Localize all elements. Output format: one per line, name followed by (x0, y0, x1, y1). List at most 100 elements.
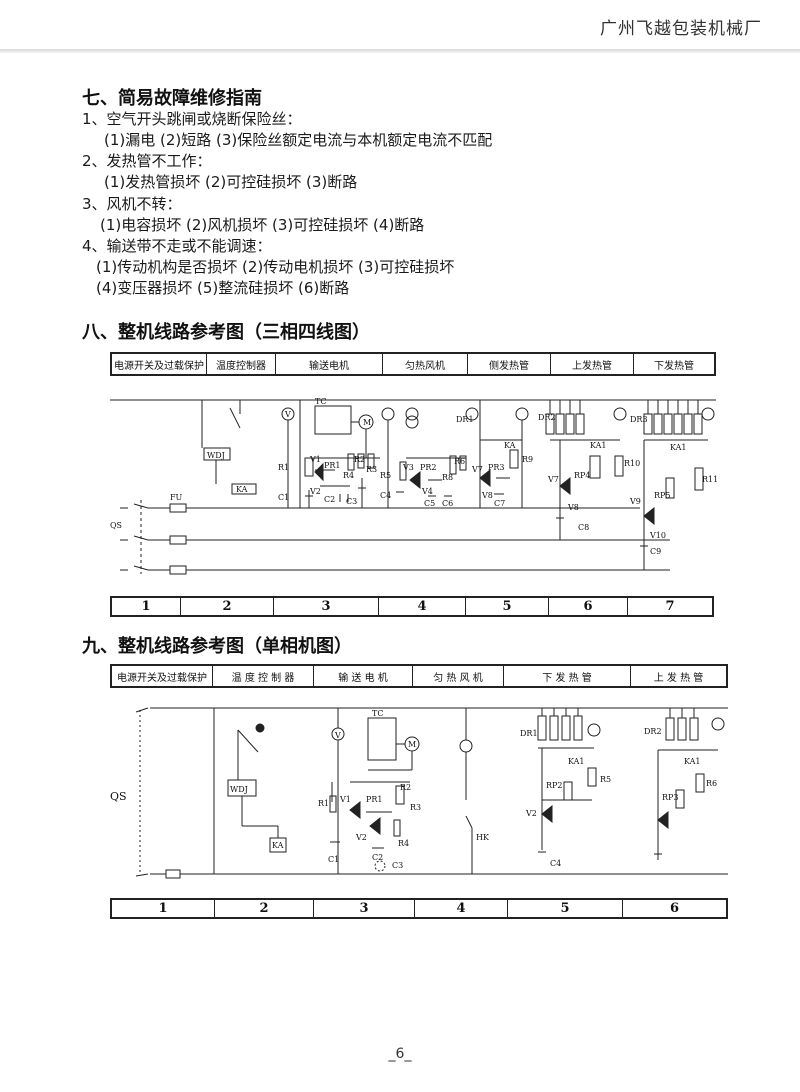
rp4-label: RP4 (574, 471, 591, 480)
three-phase-column-numbers: 1 2 3 4 5 6 7 (110, 596, 714, 617)
r10-label: R10 (624, 459, 640, 468)
c1-label: C1 (278, 493, 289, 502)
v1-label: V1 (309, 455, 321, 464)
strip-cell-power: 电源开关及过载保护 (112, 666, 213, 686)
strip-cell-bottom-heater: 下 发 热 管 (504, 666, 631, 686)
r11-label: R11 (702, 475, 718, 484)
page-number: _6_ (388, 1046, 412, 1062)
strip-cell-fan: 匀 热 风 机 (413, 666, 504, 686)
dr2-label: DR2 (538, 413, 556, 422)
r1-label: R1 (318, 799, 329, 808)
ka1-relay-label: KA1 (590, 441, 607, 450)
pr3-label: PR3 (488, 463, 505, 472)
dr3-label: DR3 (630, 415, 648, 424)
column-number: 7 (665, 599, 675, 614)
company-name: 广州飞越包装机械厂 (600, 19, 762, 39)
tc-label: TC (315, 397, 326, 406)
v7-label: V7 (471, 465, 483, 474)
motor-m-label: M (408, 740, 416, 749)
v10-label: V10 (649, 531, 666, 540)
ka-label: KA (272, 841, 284, 850)
r1-label: R1 (278, 463, 289, 472)
c7-label: C7 (494, 499, 505, 508)
column-number: 2 (215, 900, 314, 917)
single-phase-column-numbers: 1 2 3 4 5 6 (110, 898, 728, 919)
c2-label: C2 (372, 853, 383, 862)
v4-label: V4 (421, 487, 433, 496)
voltmeter-label: V (334, 731, 341, 740)
c1-label: C1 (328, 855, 339, 864)
v9-label: V9 (629, 497, 641, 506)
v2b-label: V2 (525, 809, 537, 818)
faq-answer-4a: (1)传动机构是否损坏 (2)传动电机损坏 (3)可控硅损坏 (96, 258, 455, 276)
dr1-label: DR1 (456, 415, 474, 424)
strip-cell-fan: 匀热风机 (383, 354, 468, 374)
ka-relay-label: KA (504, 441, 516, 450)
faq-item-3: 3、风机不转： (82, 195, 182, 213)
rp5-label: RP5 (654, 491, 671, 500)
c5-label: C5 (424, 499, 435, 508)
pr1-label: PR1 (366, 795, 383, 804)
r3-label: R3 (410, 803, 421, 812)
v8-label: V8 (481, 491, 493, 500)
v2-label: V2 (309, 487, 321, 496)
column-number: 4 (379, 598, 466, 615)
c2-label: C2 (324, 495, 335, 504)
faq-answer-1: (1)漏电 (2)短路 (3)保险丝额定电流与本机额定电流不匹配 (104, 131, 493, 149)
strip-cell-power: 电源开关及过载保护 (112, 354, 207, 374)
faq-answer-3: (1)电容损坏 (2)风机损坏 (3)可控硅损坏 (4)断路 (100, 216, 425, 234)
r5-label: R5 (600, 775, 611, 784)
dr2-label: DR2 (644, 727, 662, 736)
page-header: 广州飞越包装机械厂 (0, 0, 800, 52)
pr2-label: PR2 (420, 463, 437, 472)
single-phase-function-strip: 电源开关及过载保护 温 度 控 制 器 输 送 电 机 匀 热 风 机 下 发 … (110, 664, 728, 688)
rp2-label: RP2 (546, 781, 563, 790)
r2-label: R2 (354, 455, 365, 464)
three-phase-circuit-diagram: FU QS WDJ KA TC M V R1 V1 PR1 R2 R3 R4 V… (110, 397, 718, 575)
r2-label: R2 (400, 783, 411, 792)
column-number: 1 (112, 900, 215, 917)
wdj-label: WDJ (207, 451, 225, 460)
faq-item-1: 1、空气开头跳闸或烧断保险丝： (82, 110, 302, 128)
column-number: 6 (669, 901, 680, 916)
c4-label: C4 (550, 859, 561, 868)
v8b-label: V8 (567, 503, 579, 512)
qs-label: QS (110, 790, 127, 803)
strip-cell-temp-controller: 温度控制器 (207, 354, 276, 374)
voltmeter-label: V (284, 410, 291, 419)
faq-answer-4b: (4)变压器损坏 (5)整流硅损坏 (6)断路 (96, 279, 350, 297)
strip-cell-temp-controller: 温 度 控 制 器 (213, 666, 314, 686)
column-number: 3 (314, 900, 415, 917)
v3-label: V3 (402, 463, 414, 472)
strip-cell-top-heater: 上发热管 (551, 354, 634, 374)
ka-label: KA (236, 485, 248, 494)
column-number: 3 (274, 598, 379, 615)
qs-label: QS (110, 521, 122, 530)
dr1-label: DR1 (520, 729, 538, 738)
ka1-relay-label: KA1 (568, 757, 585, 766)
r6-label: R6 (454, 457, 465, 466)
v1-label: V1 (339, 795, 351, 804)
r5-label: R5 (380, 471, 391, 480)
tc-label: TC (372, 709, 383, 718)
ka1-relay-label-2: KA1 (684, 757, 701, 766)
faq-answer-2: (1)发热管损坏 (2)可控硅损坏 (3)断路 (104, 173, 358, 191)
hk-label: HK (476, 833, 490, 842)
fu-label: FU (170, 493, 183, 502)
column-number: 6 (549, 598, 628, 615)
c6-label: C6 (442, 499, 453, 508)
strip-cell-conveyor-motor: 输送电机 (276, 354, 383, 374)
c4-label: C4 (380, 491, 391, 500)
faq-item-4: 4、输送带不走或不能调速： (82, 237, 272, 255)
strip-cell-top-heater: 上 发 热 管 (653, 672, 704, 684)
section9-title: 九、整机线路参考图（单相机图） (82, 636, 352, 657)
v7b-label: V7 (547, 475, 559, 484)
column-number: 5 (508, 900, 623, 917)
column-number: 1 (112, 598, 181, 615)
ka1-relay-label-2: KA1 (670, 443, 687, 452)
section8-title: 八、整机线路参考图（三相四线图） (82, 322, 370, 343)
r8-label: R8 (442, 473, 453, 482)
c3-label: C3 (392, 861, 403, 870)
three-phase-function-strip: 电源开关及过载保护 温度控制器 输送电机 匀热风机 侧发热管 上发热管 下发热管 (110, 352, 716, 376)
rp3-label: RP3 (662, 793, 679, 802)
